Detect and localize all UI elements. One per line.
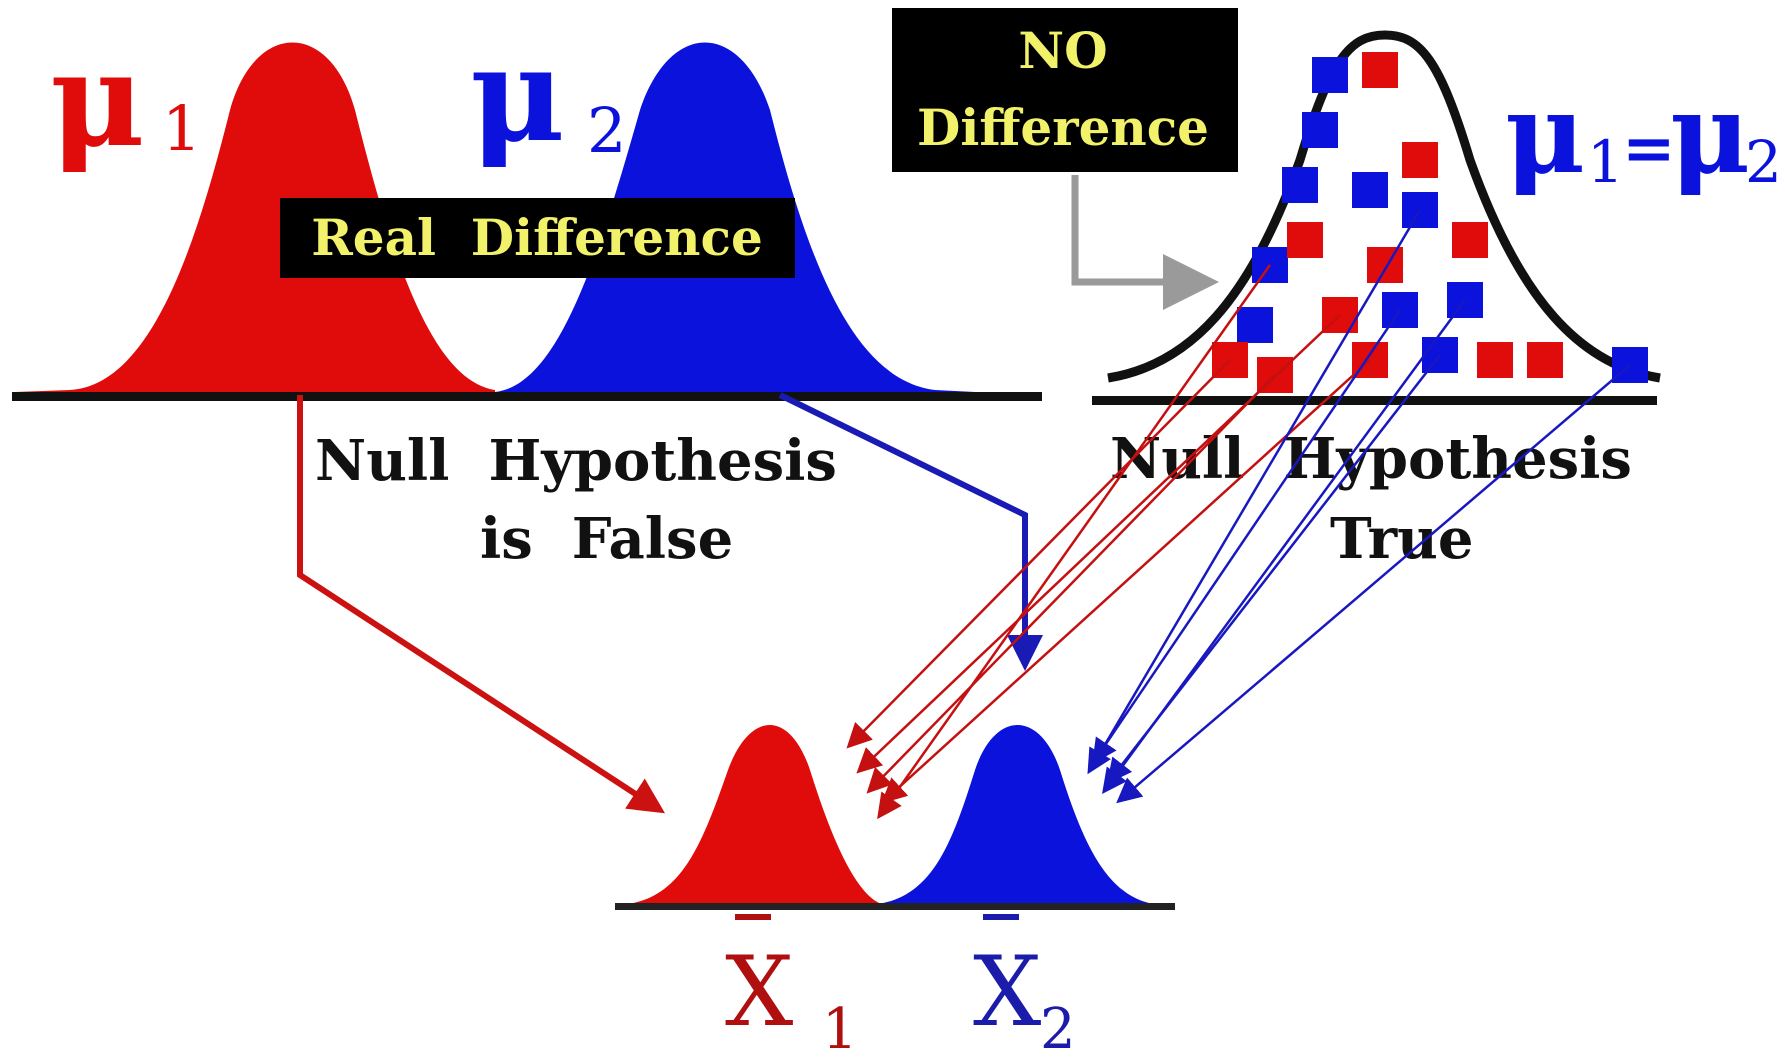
mu2-subscript: 2 — [587, 94, 626, 167]
equal-means-label: μ 1 = μ 2 — [1505, 69, 1782, 198]
population-baseline — [12, 392, 1042, 401]
blue-sample-arrow — [1106, 354, 1441, 784]
sample-mean-baseline — [615, 903, 1175, 910]
red-sample-square — [1527, 342, 1563, 378]
blue-sample-arrow — [1092, 309, 1402, 765]
mu1-subscript: 1 — [162, 92, 201, 165]
real-difference-label: Real Difference — [280, 198, 795, 278]
blue-sample-square — [1352, 172, 1388, 208]
combined-distribution-curve — [1107, 30, 1661, 383]
sample-squares — [1212, 52, 1648, 393]
red-sample-square — [1402, 142, 1438, 178]
sample-mapping-arrows — [846, 209, 1631, 820]
xbar1-bar — [735, 914, 771, 920]
red-sample-arrow — [846, 359, 1231, 749]
red-sample-square — [1452, 222, 1488, 258]
no-difference-box — [892, 8, 1238, 172]
mu2-label: μ 2 — [470, 18, 626, 171]
xbar2-letter: X — [973, 936, 1041, 1048]
null-false-line1: Null Hypothesis — [315, 428, 837, 494]
mu1-to-xbar1-arrow — [297, 395, 666, 814]
xbar1-subscript: 1 — [822, 997, 858, 1052]
xbar2-distribution-curve — [870, 725, 1160, 905]
null-hypothesis-false-label: Null Hypothesis is False — [315, 428, 837, 572]
blue-sample-square — [1302, 112, 1338, 148]
null-hypothesis-true-label: Null Hypothesis True — [1110, 426, 1632, 572]
equal-mu1: μ — [1505, 69, 1586, 198]
mu1-distribution-curve — [15, 42, 495, 392]
combined-distribution — [1092, 30, 1661, 405]
real-difference-text: Real Difference — [311, 208, 763, 267]
red-sample-arrow — [856, 314, 1341, 774]
blue-sample-square — [1312, 57, 1348, 93]
equal-sub1: 1 — [1587, 128, 1624, 196]
no-difference-line2: Difference — [917, 98, 1209, 157]
real-difference-box — [280, 198, 795, 278]
xbar1-label: X 1 — [725, 914, 858, 1057]
red-sample-square — [1362, 52, 1398, 88]
red-sample-square — [1477, 342, 1513, 378]
combined-baseline — [1092, 396, 1657, 405]
red-sample-arrow — [877, 264, 1272, 820]
red-sample-arrow — [866, 374, 1276, 794]
red-sample-square — [1367, 247, 1403, 283]
no-difference-arrow — [1071, 175, 1219, 310]
xbar2-label: X 2 — [973, 914, 1076, 1057]
blue-sample-arrow — [1087, 209, 1422, 775]
xbar2-bar — [983, 914, 1019, 920]
mu1-symbol: μ — [50, 23, 145, 176]
null-false-line2: is False — [480, 506, 733, 572]
blue-sample-arrow — [1116, 364, 1631, 804]
red-sample-square — [1287, 222, 1323, 258]
equal-sub2: 2 — [1745, 128, 1782, 196]
xbar1-letter: X — [725, 936, 793, 1048]
blue-sample-square — [1282, 167, 1318, 203]
blue-sample-square — [1237, 307, 1273, 343]
xbar2-subscript: 2 — [1040, 997, 1076, 1052]
mu2-symbol: μ — [470, 18, 565, 171]
equal-mu2: μ — [1670, 69, 1751, 198]
equal-sign: = — [1622, 111, 1676, 186]
no-difference-line1: NO — [1018, 21, 1107, 80]
no-difference-label: NO Difference — [892, 8, 1238, 172]
mu1-label: μ 1 — [50, 23, 201, 176]
xbar1-distribution-curve — [620, 725, 885, 905]
sample-mean-distributions — [615, 725, 1175, 910]
